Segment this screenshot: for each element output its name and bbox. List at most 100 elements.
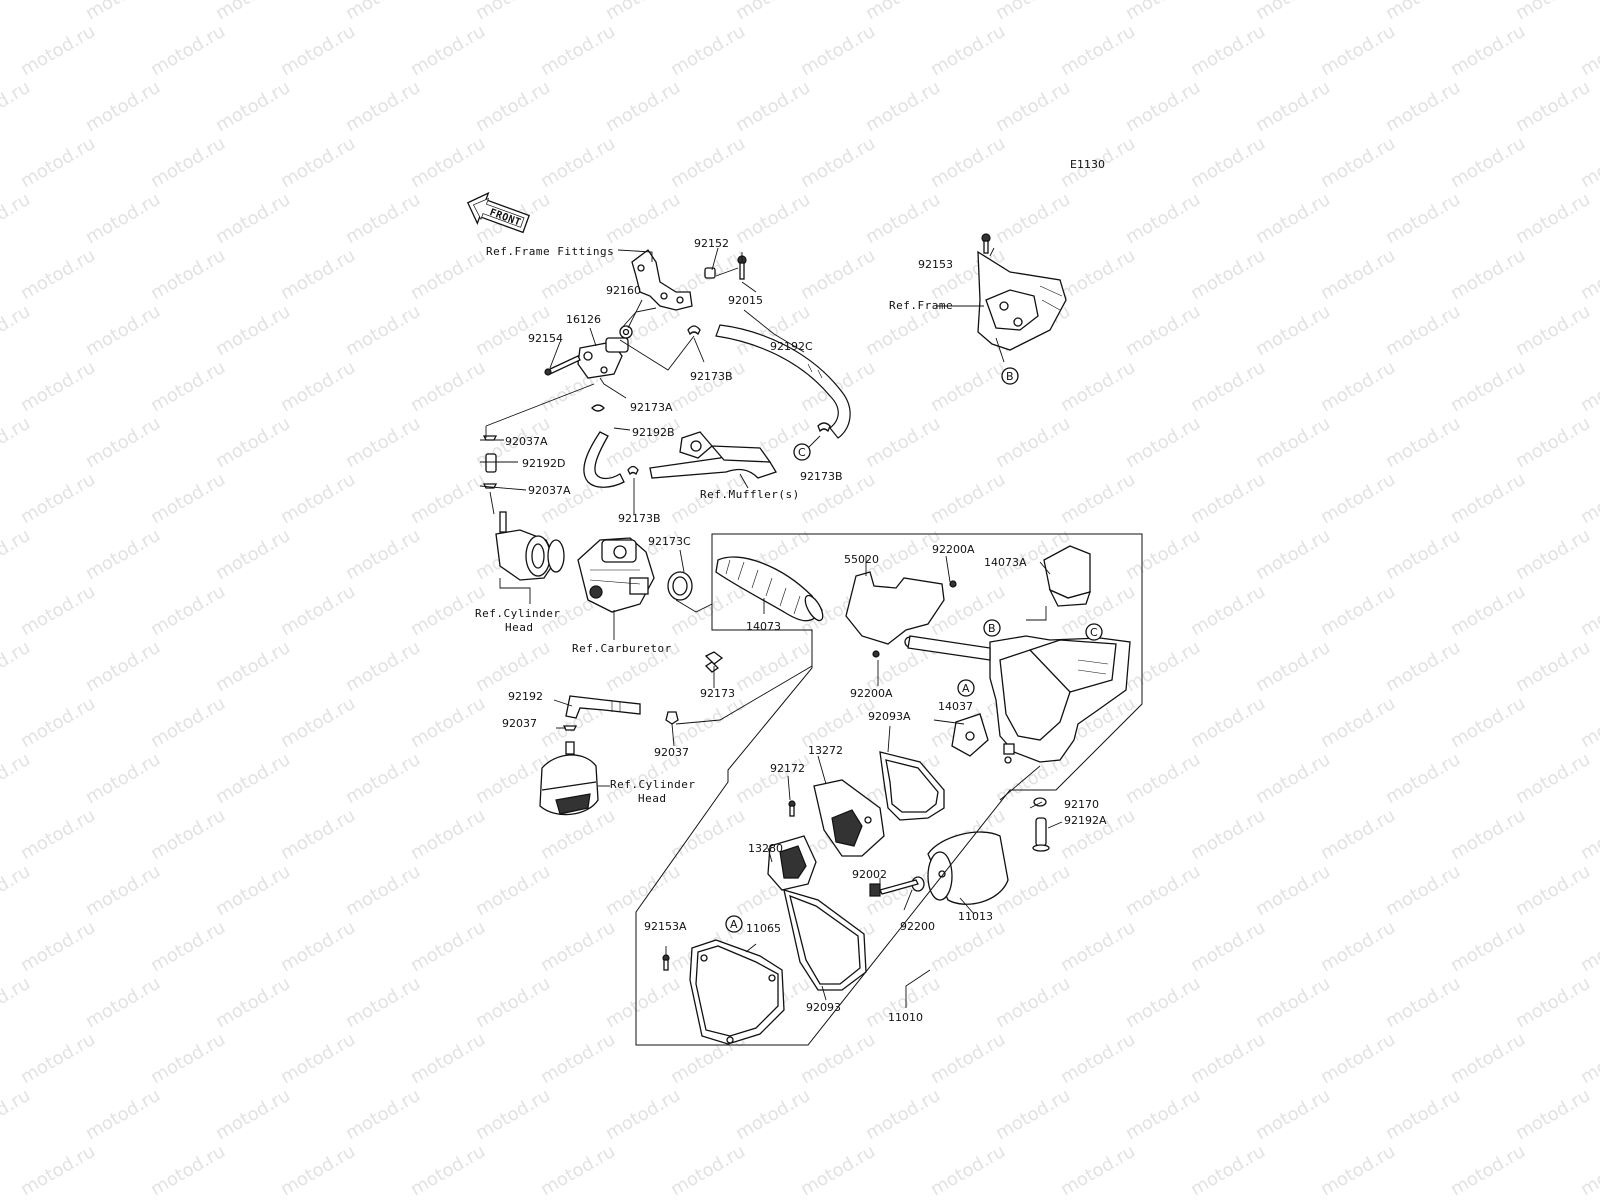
watermark-text: motod.ru	[1577, 245, 1600, 304]
screw-92172	[788, 800, 796, 817]
watermark-text: motod.ru	[862, 189, 944, 248]
watermark-text: motod.ru	[862, 0, 944, 24]
watermark-text: motod.ru	[1057, 21, 1139, 80]
watermark-text: motod.ru	[82, 301, 164, 360]
watermark-text: motod.ru	[1317, 581, 1399, 640]
watermark-text: motod.ru	[277, 357, 359, 416]
watermark-text: motod.ru	[1317, 805, 1399, 864]
watermark-text: motod.ru	[862, 1085, 944, 1144]
watermark-text: motod.ru	[1512, 749, 1594, 808]
watermark-text: motod.ru	[1382, 861, 1464, 920]
clip-92037-right	[665, 711, 679, 725]
watermark-text: motod.ru	[927, 21, 1009, 80]
watermark-text: motod.ru	[1382, 525, 1464, 584]
watermark-text: motod.ru	[1122, 77, 1204, 136]
watermark-text: motod.ru	[277, 693, 359, 752]
watermark-text: motod.ru	[1382, 749, 1464, 808]
air-cleaner-housing	[989, 635, 1131, 764]
watermark-text: motod.ru	[212, 861, 294, 920]
watermark-text: motod.ru	[732, 637, 814, 696]
bolt-92200a-top	[949, 580, 957, 588]
watermark-text: motod.ru	[1122, 1085, 1204, 1144]
hose-92192c	[715, 324, 851, 439]
watermark-text: motod.ru	[1382, 973, 1464, 1032]
callout-a-1: A	[957, 679, 975, 697]
watermark-text: motod.ru	[1057, 1029, 1139, 1088]
part-label-p92015: 92015	[728, 294, 763, 307]
part-label-p92173b-c: 92173B	[800, 470, 843, 483]
hose-92192b	[583, 431, 625, 488]
watermark-text: motod.ru	[1577, 805, 1600, 864]
part-label-p16126: 16126	[566, 313, 601, 326]
watermark-text: motod.ru	[537, 1029, 619, 1088]
watermark-text: motod.ru	[342, 189, 424, 248]
duct-14073a	[1043, 545, 1092, 607]
watermark-text: motod.ru	[667, 805, 749, 864]
watermark-text: motod.ru	[82, 413, 164, 472]
part-label-p92160: 92160	[606, 284, 641, 297]
watermark-text: motod.ru	[17, 693, 99, 752]
watermark-text: motod.ru	[1252, 637, 1334, 696]
part-label-p92170: 92170	[1064, 798, 1099, 811]
clamp-near-joint	[547, 539, 565, 573]
watermark-text: motod.ru	[0, 861, 34, 920]
watermark-text: motod.ru	[602, 413, 684, 472]
watermark-text: motod.ru	[1512, 77, 1594, 136]
part-label-p92173: 92173	[700, 687, 735, 700]
watermark-text: motod.ru	[17, 805, 99, 864]
watermark-text: motod.ru	[82, 973, 164, 1032]
watermark-text: motod.ru	[277, 1141, 359, 1200]
watermark-text: motod.ru	[667, 133, 749, 192]
part-labels: Ref.Frame Fittings9215292015921601612692…	[475, 237, 1107, 1024]
part-label-p92192: 92192	[508, 690, 543, 703]
watermark-text: motod.ru	[17, 245, 99, 304]
bolt-92154	[544, 355, 581, 376]
watermark-text: motod.ru	[407, 693, 489, 752]
watermark-text: motod.ru	[147, 133, 229, 192]
watermark-text: motod.ru	[797, 1029, 879, 1088]
watermark-text: motod.ru	[1512, 413, 1594, 472]
clip-92037-left	[562, 725, 578, 731]
watermark-text: motod.ru	[1512, 973, 1594, 1032]
watermark-text: motod.ru	[212, 189, 294, 248]
watermark-text: motod.ru	[992, 0, 1074, 24]
part-label-p14037: 14037	[938, 700, 973, 713]
watermark-text: motod.ru	[1382, 413, 1464, 472]
watermark-text: motod.ru	[17, 1141, 99, 1200]
watermark-text: motod.ru	[147, 21, 229, 80]
watermark-text: motod.ru	[472, 301, 554, 360]
watermark-text: motod.ru	[537, 469, 619, 528]
callout-letter: A	[730, 918, 738, 931]
callout-circle	[793, 443, 811, 461]
watermark-text: motod.ru	[342, 1085, 424, 1144]
watermark-text: motod.ru	[277, 469, 359, 528]
watermark-text: motod.ru	[1252, 1085, 1334, 1144]
callout-b-2: B	[983, 619, 1001, 637]
watermark-text: motod.ru	[1382, 1085, 1464, 1144]
part-label-ref-cylinder-head-b2: Head	[638, 792, 667, 805]
watermark-text: motod.ru	[1317, 1029, 1399, 1088]
watermark-text: motod.ru	[407, 917, 489, 976]
watermark-text: motod.ru	[1447, 693, 1529, 752]
watermark-text: motod.ru	[147, 1029, 229, 1088]
part-label-ref-cylinder-head-a1: Ref.Cylinder	[475, 607, 560, 620]
watermark-text: motod.ru	[0, 77, 34, 136]
watermark-text: motod.ru	[602, 973, 684, 1032]
watermark-text: motod.ru	[797, 1141, 879, 1200]
watermark-text: motod.ru	[342, 861, 424, 920]
callout-circle	[1085, 623, 1103, 641]
watermark-text: motod.ru	[212, 301, 294, 360]
watermark-text: motod.ru	[407, 1029, 489, 1088]
watermark-text: motod.ru	[1187, 133, 1269, 192]
watermark-text: motod.ru	[407, 133, 489, 192]
watermark-text: motod.ru	[17, 21, 99, 80]
watermark-text: motod.ru	[1122, 189, 1204, 248]
watermark-text: motod.ru	[147, 245, 229, 304]
watermark-text: motod.ru	[537, 133, 619, 192]
hose-92192d	[485, 453, 497, 473]
watermark-text: motod.ru	[1382, 0, 1464, 24]
holder-13272	[813, 779, 885, 857]
watermark-text: motod.ru	[82, 1085, 164, 1144]
part-label-p92093a: 92093A	[868, 710, 911, 723]
